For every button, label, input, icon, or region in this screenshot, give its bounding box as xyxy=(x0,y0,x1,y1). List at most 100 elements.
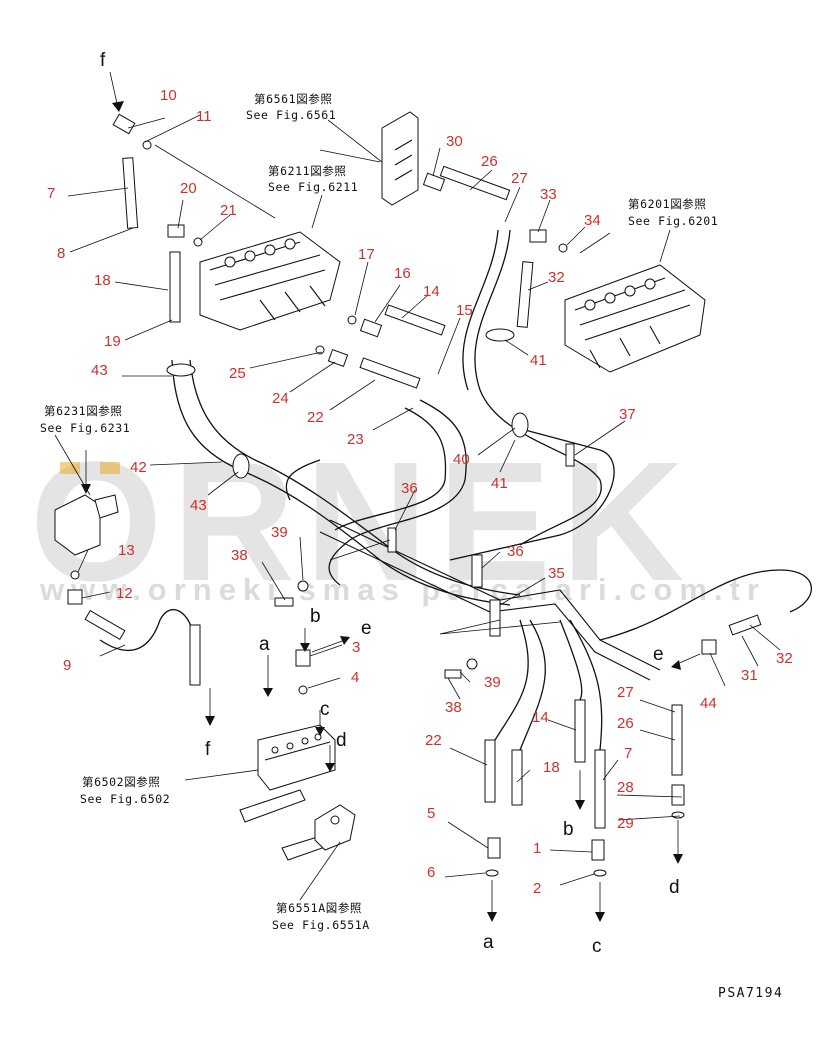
part-number: 35 xyxy=(548,565,565,582)
hoses xyxy=(99,229,813,751)
part-number: 14 xyxy=(423,283,440,300)
part-number: 38 xyxy=(445,699,462,716)
connection-letter-c: c xyxy=(592,936,602,957)
watermark-url: www.orneki smas parcalari.com.tr xyxy=(39,572,766,607)
part-number: 33 xyxy=(540,186,557,203)
valve-6231 xyxy=(54,494,119,556)
part-number: 39 xyxy=(271,524,288,541)
part-number: 19 xyxy=(104,333,121,350)
ref-6561-jp: 第6561図参照 xyxy=(254,92,333,106)
connection-letter-e: e xyxy=(653,644,664,665)
block-6561 xyxy=(381,111,419,206)
connection-letter-b: b xyxy=(563,819,574,840)
connection-letter-a: a xyxy=(483,932,494,953)
part-number: 37 xyxy=(619,406,636,423)
part-number: 41 xyxy=(530,352,547,369)
part-number: 36 xyxy=(401,480,418,497)
part-number: 29 xyxy=(617,815,634,832)
ref-6201-jp: 第6201図参照 xyxy=(628,197,707,211)
part-number: 22 xyxy=(307,409,324,426)
ref-6551A-en: See Fig.6551A xyxy=(272,918,370,932)
clamps xyxy=(166,328,575,637)
part-number: 11 xyxy=(196,108,212,125)
part-number: 3 xyxy=(352,639,360,656)
ref-6231-jp: 第6231図参照 xyxy=(44,404,123,418)
connection-letter-f: f xyxy=(100,50,106,71)
connection-letter-d: d xyxy=(336,730,347,751)
part-number: 43 xyxy=(190,497,207,514)
part-number: 41 xyxy=(491,475,508,492)
part-number: 24 xyxy=(272,390,289,407)
block-6551A xyxy=(314,804,356,851)
part-number: 8 xyxy=(57,245,65,262)
part-number: 18 xyxy=(94,272,111,289)
part-number: 18 xyxy=(543,759,560,776)
hose-fittings xyxy=(84,157,762,829)
part-number: 30 xyxy=(446,133,463,150)
part-number: 28 xyxy=(617,779,634,796)
control-valve-6201 xyxy=(564,264,706,373)
watermark-brand: ORNEK xyxy=(30,427,694,617)
part-number: 16 xyxy=(394,265,411,282)
ref-6551A-jp: 第6551A図参照 xyxy=(276,901,362,915)
part-number: 2 xyxy=(533,880,541,897)
ref-6561-en: See Fig.6561 xyxy=(246,108,336,122)
part-number: 13 xyxy=(118,542,135,559)
part-number: 31 xyxy=(741,667,758,684)
ref-6201-en: See Fig.6201 xyxy=(628,214,718,228)
leader-lines xyxy=(54,114,781,901)
connection-letter-a: a xyxy=(259,634,270,655)
part-number: 36 xyxy=(507,543,524,560)
part-number: 7 xyxy=(624,745,632,762)
control-valve-6211 xyxy=(199,231,341,331)
watermark-accent-right xyxy=(100,462,120,474)
part-number: 43 xyxy=(91,362,108,379)
ref-6502-jp: 第6502図参照 xyxy=(82,775,161,789)
part-number: 42 xyxy=(130,459,147,476)
part-number: 1 xyxy=(533,840,541,857)
part-number: 26 xyxy=(617,715,634,732)
part-number: 39 xyxy=(484,674,501,691)
reference-labels: 第6561図参照 See Fig.6561 第6211図参照 See Fig.6… xyxy=(40,92,718,932)
connection-letter-b: b xyxy=(310,606,321,627)
connection-letter-d: d xyxy=(669,877,680,898)
part-number: 34 xyxy=(584,212,601,229)
part-number: 20 xyxy=(180,180,197,197)
drawing-code: PSA7194 xyxy=(718,986,783,1001)
part-number: 32 xyxy=(776,650,793,667)
part-number: 23 xyxy=(347,431,364,448)
part-number: 38 xyxy=(231,547,248,564)
flow-arrows xyxy=(81,71,701,922)
part-number: 7 xyxy=(47,185,55,202)
bracket-6502 xyxy=(239,724,346,861)
part-number: 40 xyxy=(453,451,470,468)
part-numbers: 10 11 30 26 27 33 34 7 20 21 17 16 14 15… xyxy=(47,87,793,897)
small-fittings xyxy=(67,113,717,877)
part-number: 32 xyxy=(548,269,565,286)
ref-6211-en: See Fig.6211 xyxy=(268,180,358,194)
part-number: 25 xyxy=(229,365,246,382)
part-number: 22 xyxy=(425,732,442,749)
part-number: 10 xyxy=(160,87,177,104)
ref-6211-jp: 第6211図参照 xyxy=(268,164,347,178)
part-number: 15 xyxy=(456,302,473,319)
connection-letters: f f a a b b c c d d e e xyxy=(100,50,680,957)
part-number: 5 xyxy=(427,805,435,822)
ref-6231-en: See Fig.6231 xyxy=(40,421,130,435)
watermark-accent-left xyxy=(60,462,80,474)
part-number: 26 xyxy=(481,153,498,170)
part-number: 21 xyxy=(220,202,237,219)
connection-letter-e: e xyxy=(361,618,372,639)
part-number: 27 xyxy=(511,170,528,187)
part-number: 4 xyxy=(351,669,359,686)
watermark: ORNEK www.orneki smas parcalari.com.tr xyxy=(30,427,766,617)
connection-letter-f: f xyxy=(205,739,211,760)
part-number: 27 xyxy=(617,684,634,701)
part-number: 6 xyxy=(427,864,435,881)
part-number: 9 xyxy=(63,657,71,674)
part-number: 44 xyxy=(700,695,717,712)
part-number: 12 xyxy=(116,585,133,602)
part-number: 17 xyxy=(358,246,375,263)
